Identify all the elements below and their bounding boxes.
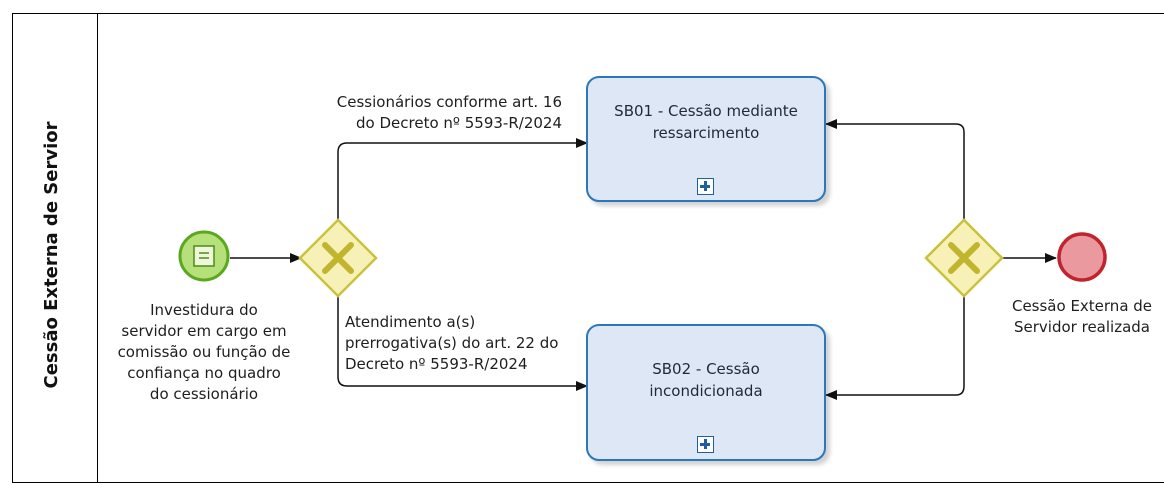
flow-label-bottom-line-1: Atendimento a(s) bbox=[345, 313, 476, 331]
subprocess-plus-icon[interactable] bbox=[697, 436, 714, 453]
exclusive-x-icon bbox=[948, 242, 980, 274]
flow-label-top: Cessionários conforme art. 16 do Decreto… bbox=[290, 92, 562, 134]
flow-split-to-sb01 bbox=[337, 138, 588, 220]
task-sb02-label: SB02 - Cessão incondicionada bbox=[588, 358, 824, 402]
end-event-label: Cessão Externa de Servidor realizada bbox=[1000, 296, 1164, 338]
flow-label-bottom-line-3: Decreto nº 5593-R/2024 bbox=[345, 355, 528, 373]
message-icon bbox=[193, 245, 215, 267]
flow-split-to-sb02 bbox=[337, 296, 588, 391]
task-sb02-label-line-1: SB02 - Cessão bbox=[652, 360, 760, 378]
task-sb01-label: SB01 - Cessão mediante ressarcimento bbox=[588, 100, 824, 144]
lane-header bbox=[12, 13, 98, 483]
end-event[interactable] bbox=[1057, 232, 1107, 282]
exclusive-gateway-join[interactable] bbox=[924, 218, 1004, 298]
end-event-label-line-2: Servidor realizada bbox=[1014, 318, 1150, 336]
subprocess-plus-icon[interactable] bbox=[697, 178, 714, 195]
start-event-label: Investidura do servidor em cargo em comi… bbox=[112, 300, 296, 405]
task-sb01-label-line-1: SB01 - Cessão mediante bbox=[614, 102, 798, 120]
flow-label-bottom-line-2: prerrogativa(s) do art. 22 do bbox=[345, 334, 559, 352]
end-event-label-line-1: Cessão Externa de bbox=[1011, 297, 1153, 315]
task-sb01-label-line-2: ressarcimento bbox=[652, 124, 760, 142]
exclusive-gateway-split[interactable] bbox=[298, 218, 378, 298]
start-event-label-line-2: servidor em cargo em bbox=[121, 322, 287, 340]
flow-label-bottom: Atendimento a(s) prerrogativa(s) do art.… bbox=[345, 312, 558, 375]
start-event[interactable] bbox=[178, 230, 230, 282]
flow-sb02-to-join bbox=[825, 296, 965, 400]
flow-sb01-to-join bbox=[825, 119, 965, 220]
flow-label-top-line-1: Cessionários conforme art. 16 bbox=[336, 93, 562, 111]
task-sb02-label-line-2: incondicionada bbox=[649, 382, 763, 400]
task-sb01[interactable]: SB01 - Cessão mediante ressarcimento bbox=[586, 76, 826, 202]
start-event-label-line-3: comissão ou função de bbox=[117, 343, 291, 361]
start-event-label-line-5: do cessionário bbox=[149, 385, 259, 403]
flow-label-top-line-2: do Decreto nº 5593-R/2024 bbox=[356, 114, 562, 132]
start-event-label-line-1: Investidura do bbox=[150, 301, 258, 319]
start-event-label-line-4: confiança no quadro bbox=[127, 364, 281, 382]
exclusive-x-icon bbox=[322, 242, 354, 274]
task-sb02[interactable]: SB02 - Cessão incondicionada bbox=[586, 324, 826, 461]
